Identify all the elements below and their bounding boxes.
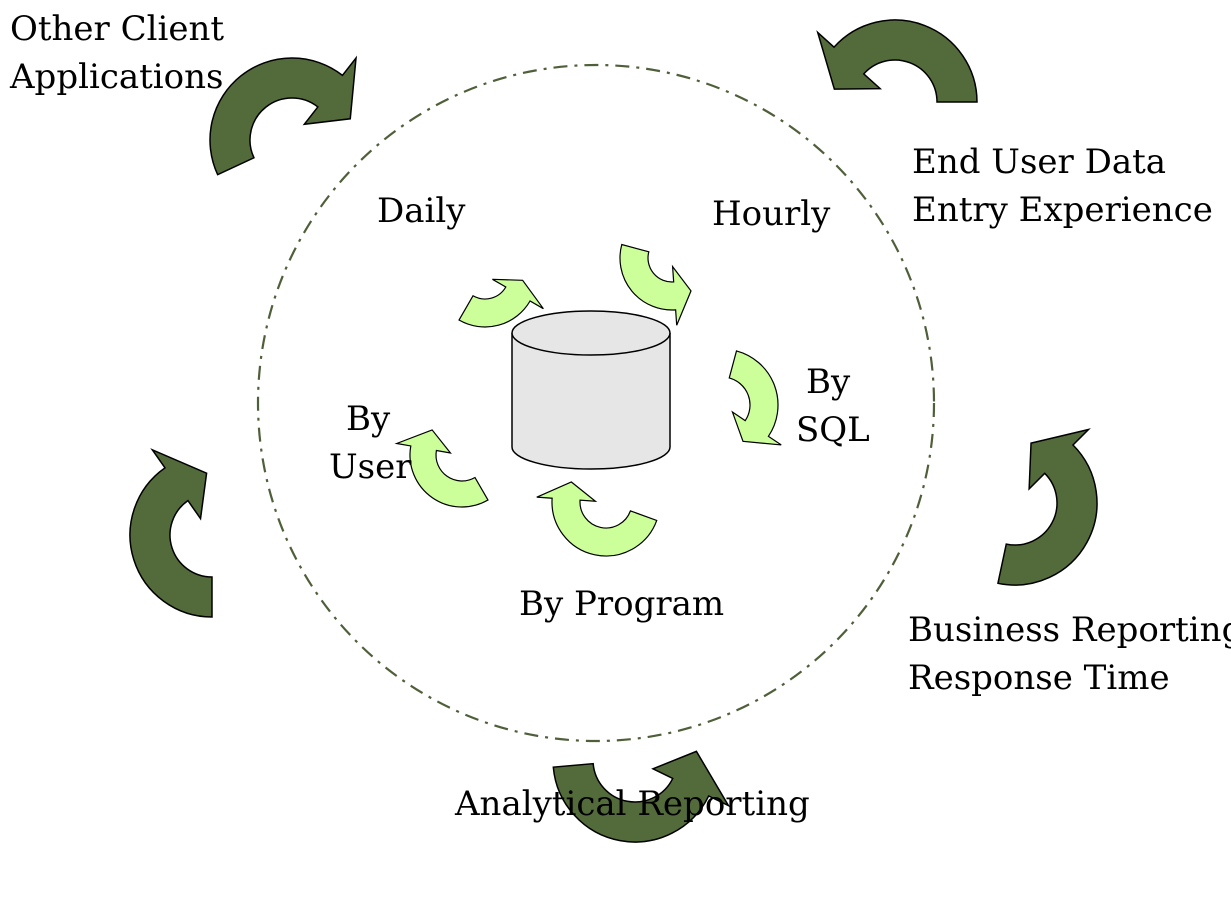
outer-arrow-bottom-icon — [552, 750, 731, 843]
boundary-circle — [256, 63, 936, 743]
label-business-reporting-response: Business Reporting Response Time — [908, 610, 1231, 698]
outer-arrow-top-left-icon — [209, 55, 358, 176]
inner-arrow-program-icon — [536, 481, 658, 557]
outer-arrow-top-right-icon — [816, 19, 978, 103]
label-hourly: Hourly — [712, 194, 831, 234]
outer-arrow-left-icon — [129, 448, 213, 618]
outer-arrow-right-icon — [997, 428, 1098, 586]
inner-arrow-user-icon — [394, 429, 489, 508]
database-cylinder-icon — [511, 310, 671, 470]
label-by-user: By User — [329, 399, 412, 487]
label-end-user-data-entry: End User Data Entry Experience — [912, 142, 1213, 230]
inner-arrow-daily-icon — [458, 278, 544, 328]
label-other-client-applications: Other Client Applications — [9, 9, 235, 97]
inner-arrow-hourly-icon — [619, 243, 692, 326]
label-analytical-reporting: Analytical Reporting — [454, 784, 810, 824]
label-daily: Daily — [377, 191, 466, 231]
label-by-program: By Program — [519, 584, 724, 624]
label-by-sql: By SQL — [796, 362, 870, 450]
inner-arrow-sql-icon — [728, 350, 782, 446]
